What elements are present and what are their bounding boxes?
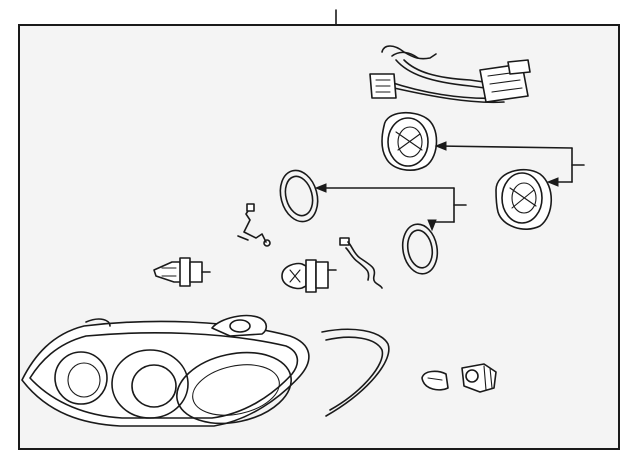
- gasket-ring-upper[interactable]: [275, 166, 323, 226]
- socket-callout: [434, 141, 585, 187]
- bulb-socket-upper[interactable]: [381, 111, 438, 171]
- gasket-callout: [314, 183, 467, 232]
- headlamp-assembly[interactable]: [21, 314, 310, 434]
- bezel-trim-strip[interactable]: [321, 328, 390, 417]
- bulb-socket-right[interactable]: [495, 168, 552, 230]
- halogen-bulb-left[interactable]: [153, 257, 211, 287]
- gasket-ring-lower[interactable]: [399, 221, 441, 276]
- wedge-bulb-socket[interactable]: [461, 363, 497, 393]
- wedge-bulb[interactable]: [421, 370, 449, 391]
- wiring-harness[interactable]: [369, 45, 531, 104]
- halogen-bulb-center[interactable]: [281, 259, 337, 293]
- socket-wire-small[interactable]: [237, 203, 271, 247]
- socket-wire-pigtail[interactable]: [339, 237, 383, 289]
